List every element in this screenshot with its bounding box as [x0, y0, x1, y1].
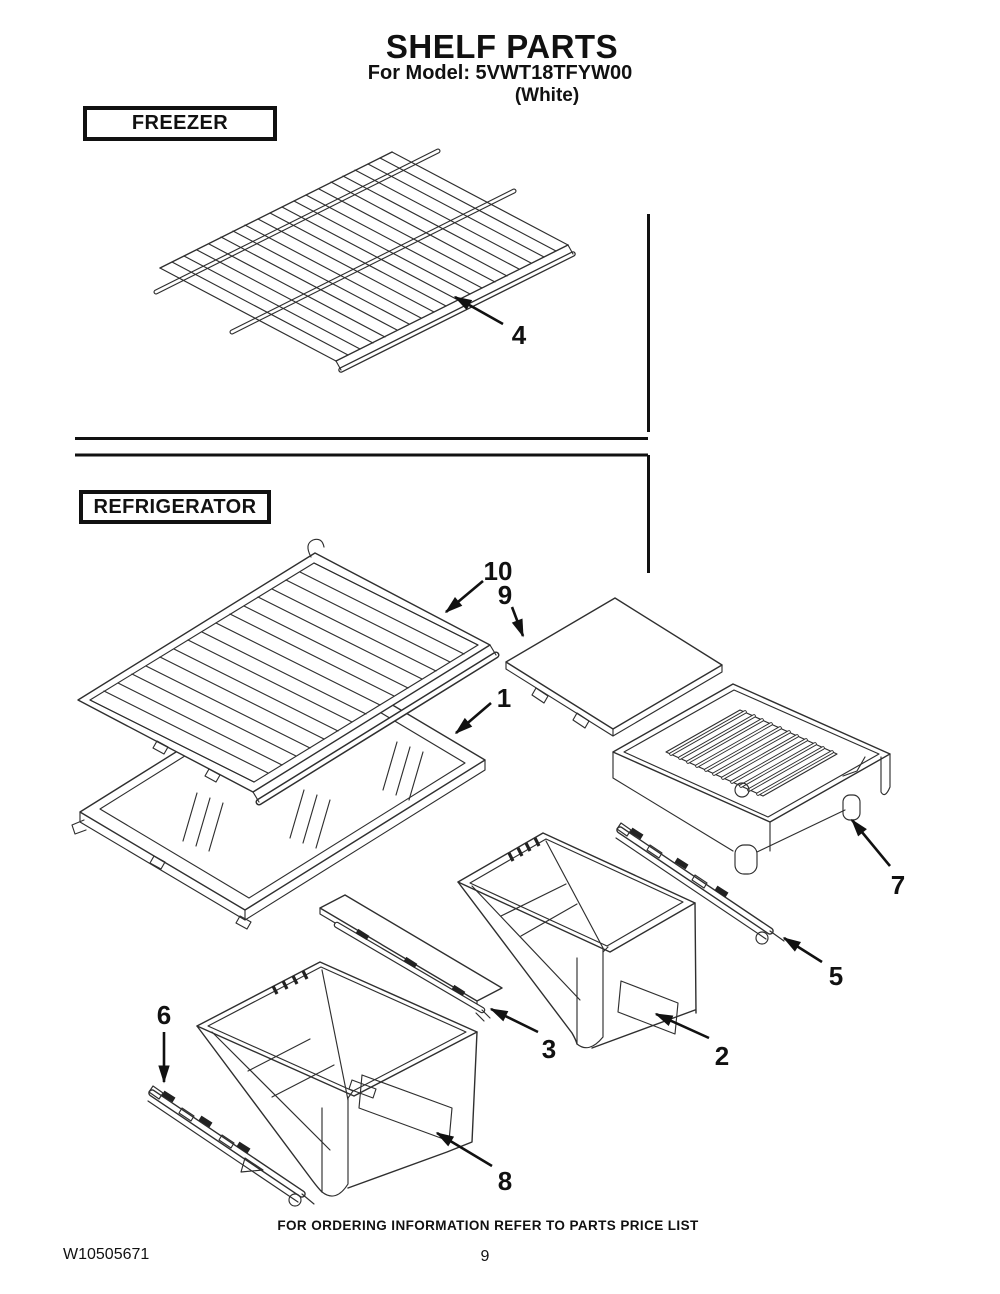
- document-number: W10505671: [63, 1246, 150, 1263]
- refrigerator-section-label: REFRIGERATOR: [93, 495, 257, 518]
- model-line: For Model: 5VWT18TFYW00: [367, 62, 633, 84]
- part-label-9: 9: [498, 580, 512, 610]
- drawer-rail-left-drawing: [147, 1085, 315, 1207]
- freezer-section-label: FREEZER: [131, 112, 229, 134]
- freezer-wire-shelf-drawing: [153, 148, 576, 373]
- finish-line: (White): [514, 85, 580, 106]
- freezer-section-label-box: FREEZER: [83, 106, 277, 141]
- part-label-3: 3: [542, 1034, 556, 1064]
- page-number: 9: [480, 1248, 490, 1265]
- part-label-1: 1: [497, 683, 511, 713]
- part-number-labels: 4 10 9 1 7 5 3 2 6 8: [157, 320, 905, 1196]
- crisper-pan-drawing: [612, 683, 891, 875]
- part-label-5: 5: [829, 961, 843, 991]
- crisper-drawer-right-drawing: [457, 832, 697, 1050]
- refrigerator-section-label-box: REFRIGERATOR: [79, 490, 271, 524]
- part-label-10: 10: [484, 556, 513, 586]
- callout-arrows: [158, 295, 892, 1168]
- shelf-rail-cover-drawing: [319, 894, 503, 1022]
- part-label-4: 4: [512, 320, 527, 350]
- section-dividers: [75, 214, 650, 573]
- part-label-2: 2: [715, 1041, 729, 1071]
- part-label-8: 8: [498, 1166, 512, 1196]
- part-label-7: 7: [891, 870, 905, 900]
- glass-insert-drawing: [505, 597, 723, 737]
- ordering-note: FOR ORDERING INFORMATION REFER TO PARTS …: [277, 1218, 699, 1233]
- drawer-rail-right-drawing: [615, 822, 785, 945]
- part-label-6: 6: [157, 1000, 171, 1030]
- page-title: SHELF PARTS: [385, 28, 619, 65]
- refrigerator-wire-shelf-drawing: [77, 538, 500, 806]
- crisper-drawer-left-drawing: [196, 961, 478, 1197]
